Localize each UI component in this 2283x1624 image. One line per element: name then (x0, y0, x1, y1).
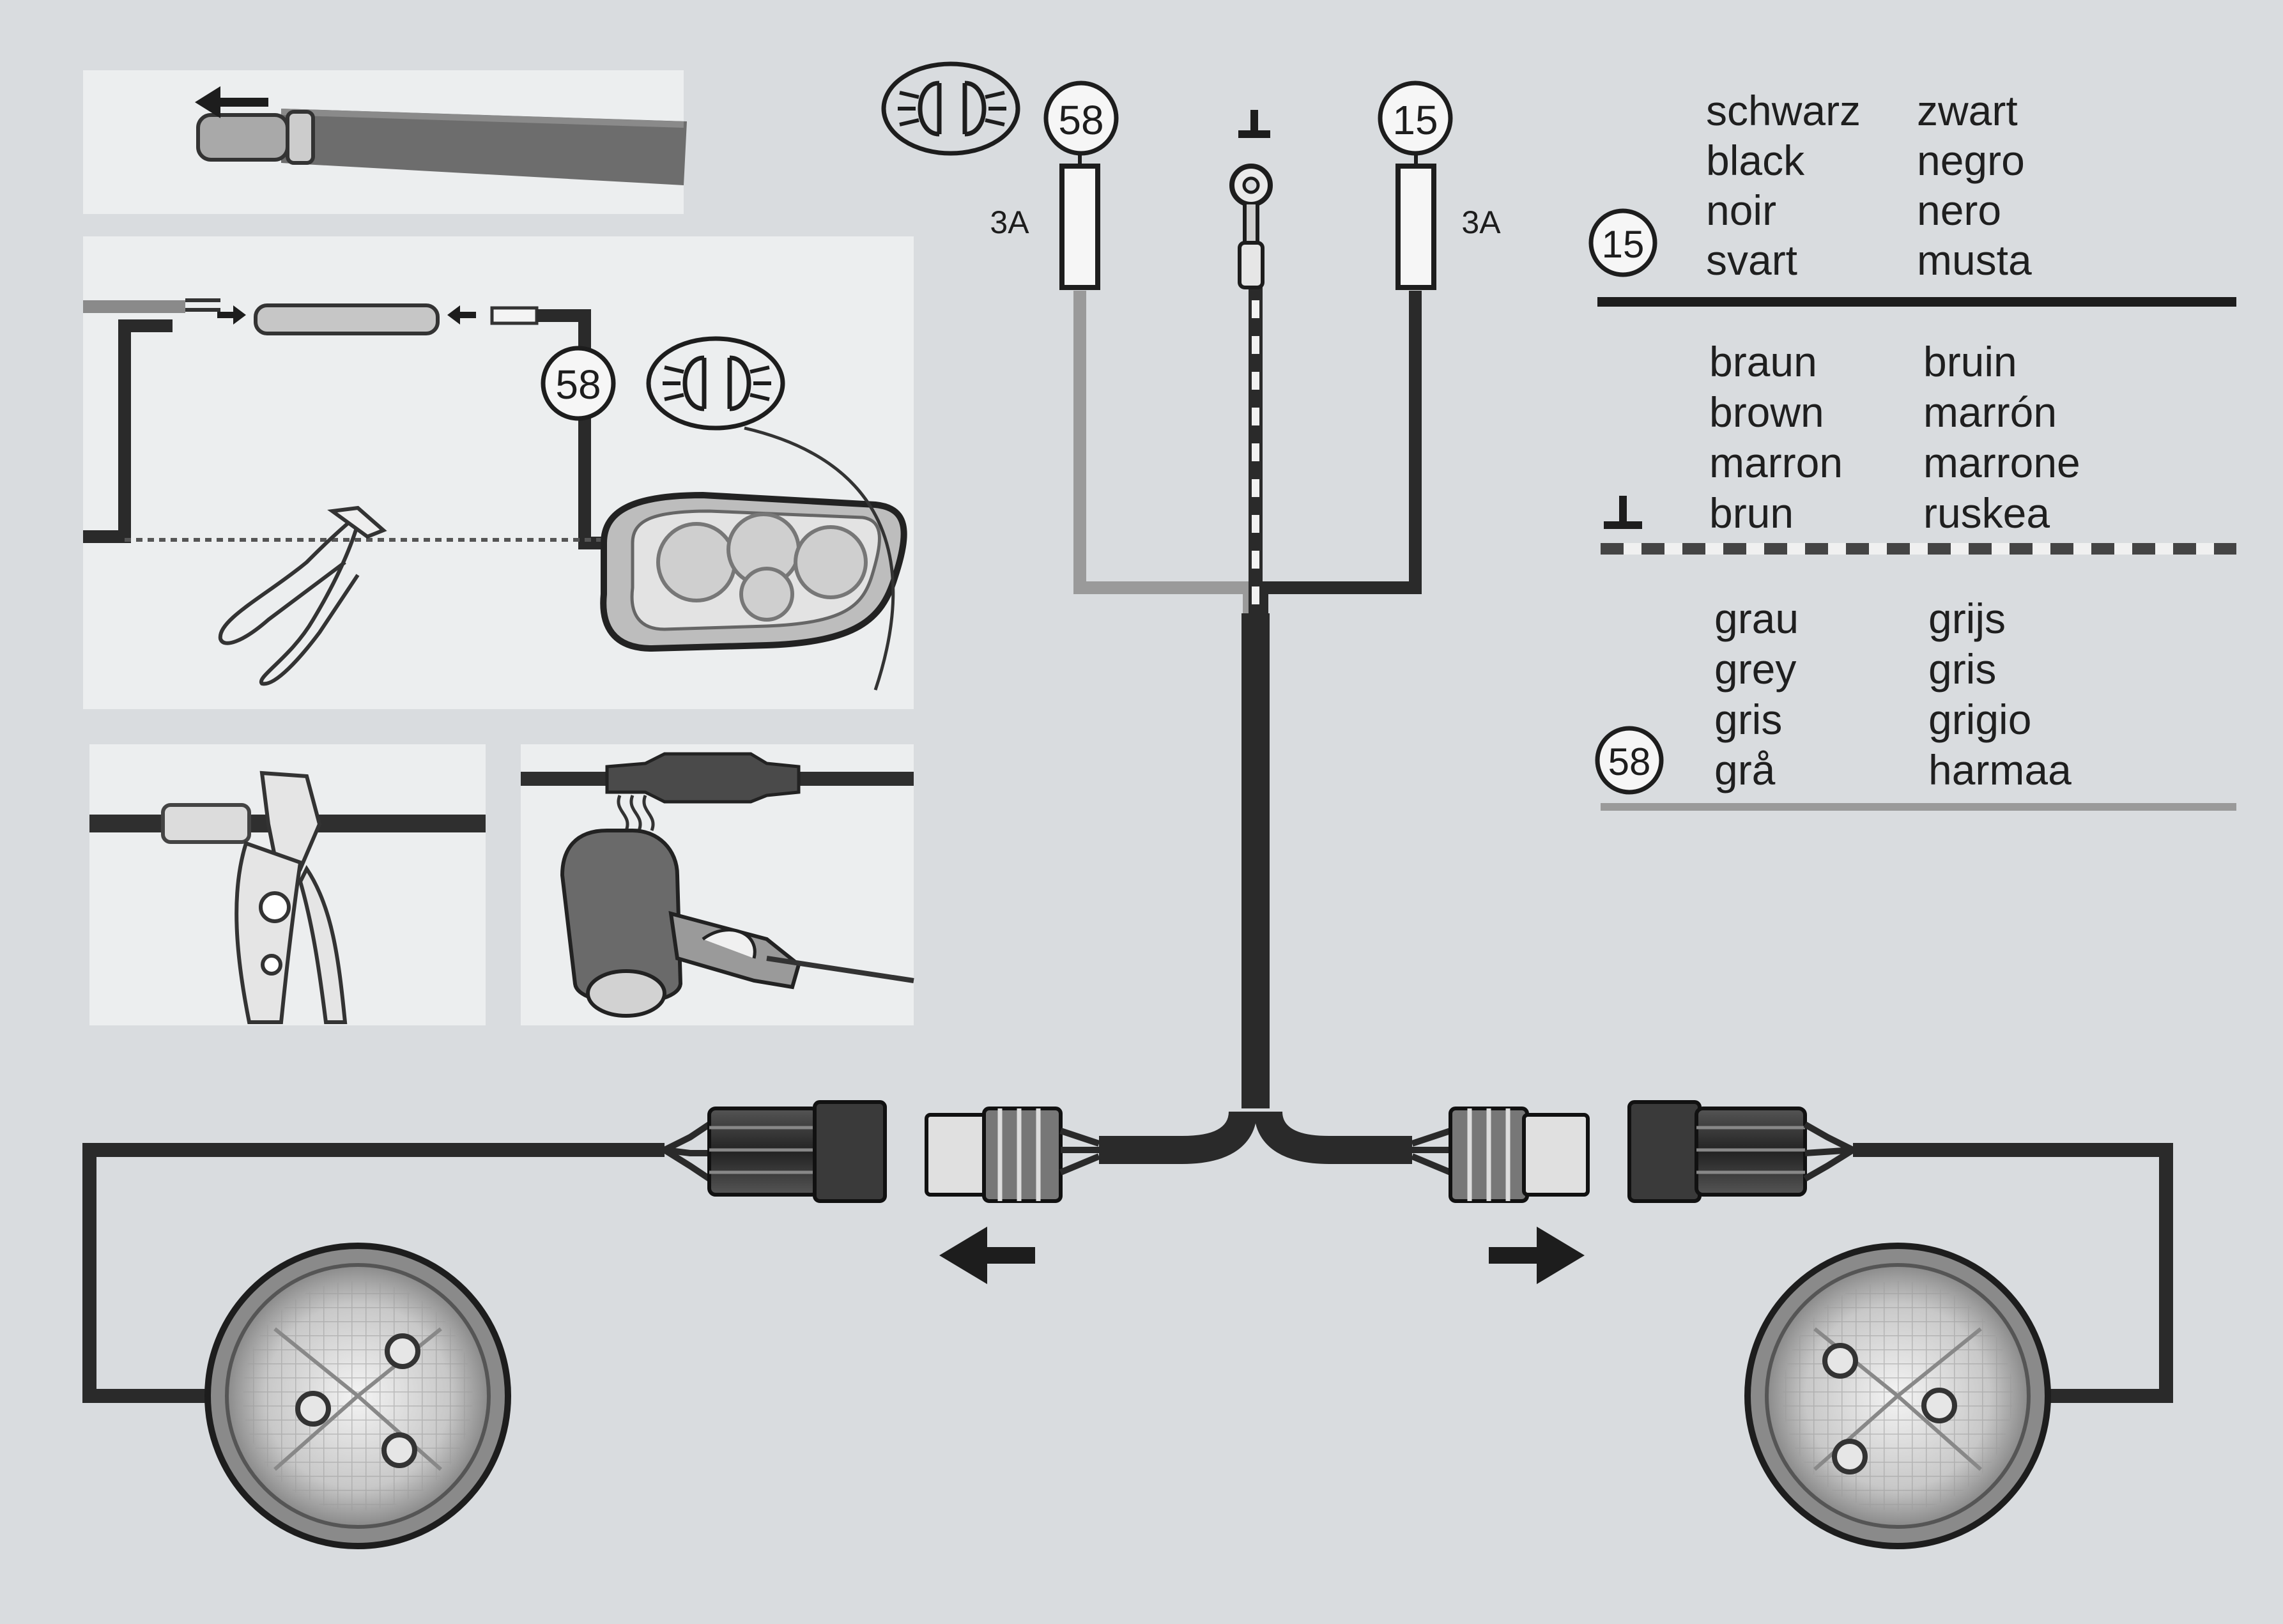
legend-58-col2-2: grigio (1928, 696, 2032, 743)
legend-15-col1-3: svart (1706, 236, 1798, 284)
legend-58-col1-3: grå (1714, 746, 1776, 793)
legend-58-badge: 58 (1595, 726, 1664, 795)
parking-light-symbol-icon (881, 61, 1020, 156)
legend-58-col2-1: gris (1928, 645, 1997, 693)
wire-cutter-icon (218, 505, 387, 686)
legend-ground-col1-2: marron (1709, 439, 1843, 486)
round-lamp-left (204, 1243, 511, 1549)
connector-left-male (663, 1100, 887, 1203)
parking-light-symbol-icon-panel (646, 336, 785, 431)
legend-line-grey (1601, 803, 2236, 811)
legend-ground-col2-0: bruin (1923, 338, 2017, 385)
legend-58-label: 58 (1608, 740, 1651, 783)
legend-15-badge: 15 (1588, 208, 1657, 277)
oval-lamp-icon (600, 491, 907, 652)
legend-15-col2-0: zwart (1917, 87, 2018, 134)
crimp-pliers-icon (234, 770, 348, 1024)
legend-ground-col1-3: brun (1709, 489, 1794, 537)
connector-left-female (925, 1107, 1100, 1203)
arrow-right-icon (1489, 1227, 1585, 1284)
ring-terminal-icon (1229, 164, 1273, 289)
instruction-panel-crimp (89, 744, 486, 1025)
fuse-58 (1059, 153, 1100, 290)
arrow-left-icon (939, 1227, 1035, 1284)
terminal-58-label-top: 58 (1058, 97, 1103, 143)
legend-ground-col2-2: marrone (1923, 439, 2080, 486)
terminal-58-badge-panel: 58 (541, 346, 616, 421)
fuse-58-rating: 3A (990, 204, 1029, 240)
legend-ground-col1-1: brown (1709, 388, 1824, 436)
fuse-15-rating: 3A (1461, 204, 1501, 240)
legend-15-col1-2: noir (1706, 187, 1777, 234)
legend-58-col1-2: gris (1714, 696, 1783, 743)
legend-ground-col2-1: marrón (1923, 388, 2057, 436)
arrow-left-icon (195, 86, 268, 118)
instruction-panel-heatshrink (521, 744, 914, 1025)
legend-ground-col1-0: braun (1709, 338, 1817, 385)
legend-58-col2-3: harmaa (1928, 746, 2072, 793)
instruction-panel-strip (83, 70, 687, 214)
connector-right-male (1627, 1100, 1855, 1203)
legend-58-col1-1: grey (1714, 645, 1797, 693)
connector-right-female (1411, 1107, 1590, 1203)
legend-ground-symbol-icon (1604, 496, 1642, 529)
legend-58-col1-0: grau (1714, 595, 1799, 642)
legend-15-col2-3: musta (1917, 236, 2032, 284)
heat-gun-icon (560, 829, 914, 1018)
terminal-15-label-top: 15 (1392, 97, 1438, 143)
terminal-58-label-panel: 58 (555, 362, 601, 408)
legend-15-col1-0: schwarz (1706, 87, 1861, 134)
legend-line-brown-dashed (1601, 543, 2236, 555)
legend-line-black (1597, 297, 2236, 307)
legend-15-col2-2: nero (1917, 187, 2002, 234)
round-lamp-right (1744, 1243, 2051, 1549)
fuse-15 (1395, 153, 1436, 290)
instruction-panel-splice (83, 236, 914, 709)
legend-58-col2-0: grijs (1928, 595, 2006, 642)
terminal-58-badge-top: 58 (1043, 80, 1119, 156)
legend-15-col2-1: negro (1917, 137, 2025, 184)
legend-ground-col2-3: ruskea (1923, 489, 2050, 537)
ground-symbol-icon (1238, 110, 1270, 138)
main-harness (1073, 281, 1422, 1164)
legend-15-col1-1: black (1706, 137, 1805, 184)
legend-15-label: 15 (1602, 223, 1645, 266)
terminal-15-badge-top: 15 (1378, 80, 1453, 156)
